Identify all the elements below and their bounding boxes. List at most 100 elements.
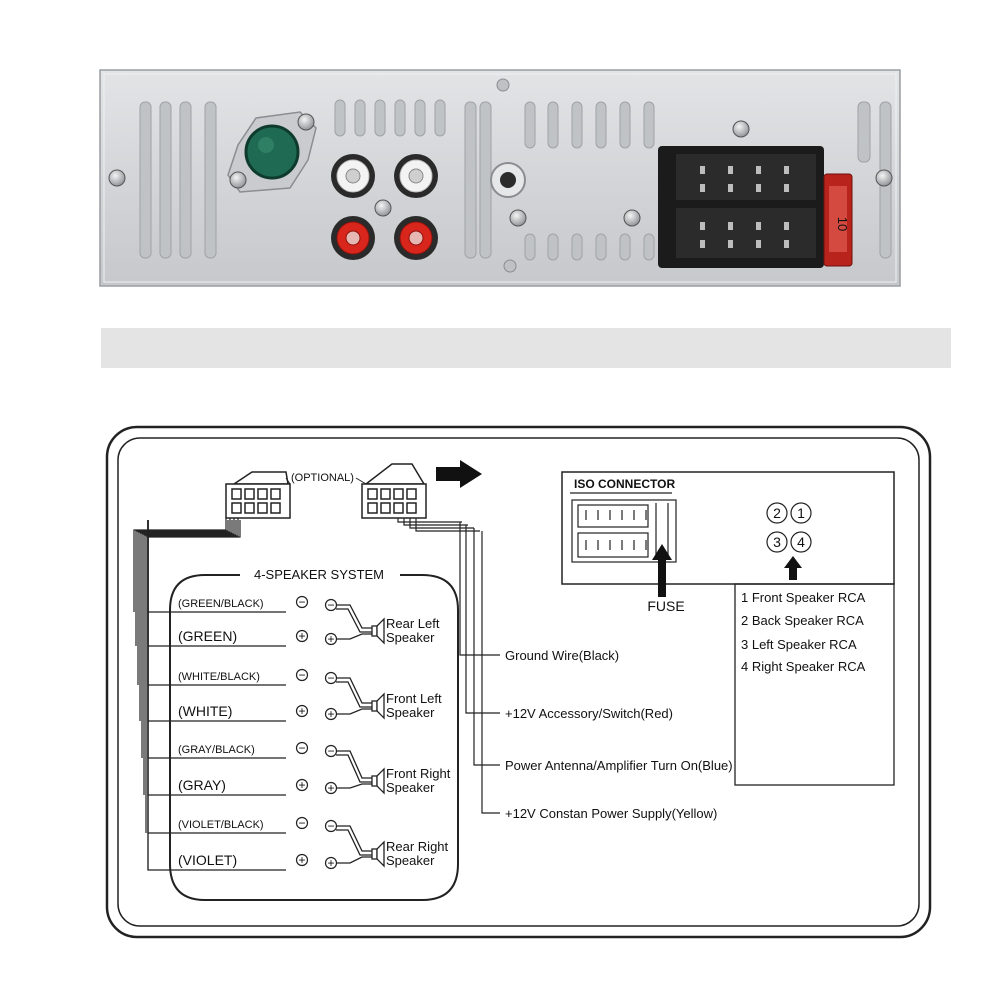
wire-label: (VIOLET) xyxy=(178,852,237,868)
wire-line xyxy=(147,520,180,796)
circled-number-icon xyxy=(790,531,812,553)
antenna-socket[interactable] xyxy=(490,162,526,198)
speaker-label: Front Left xyxy=(386,691,442,706)
speaker-icon xyxy=(376,767,385,795)
vent-slot xyxy=(547,101,559,149)
polarity-sign: − xyxy=(298,595,305,609)
power-wire xyxy=(481,531,500,814)
wire-line xyxy=(137,518,231,685)
plug-pin xyxy=(380,488,391,500)
plug-pin xyxy=(257,502,268,514)
plug-pin xyxy=(244,502,255,514)
screw-icon xyxy=(374,199,392,217)
vent-slot xyxy=(204,101,217,259)
rca-jack-white-1[interactable] xyxy=(331,154,375,198)
speaker-wire xyxy=(336,856,372,864)
polarity-sign: + xyxy=(327,781,334,795)
vent-slot xyxy=(595,101,607,149)
speaker-wire xyxy=(336,783,372,789)
arrow-up-icon xyxy=(652,544,672,597)
iso-pin xyxy=(756,240,761,248)
polarity-sign: − xyxy=(298,668,305,682)
polarity-sign: − xyxy=(327,671,334,685)
iso-pin xyxy=(784,240,789,248)
vent-slot xyxy=(571,233,583,261)
wire-label: (VIOLET/BLACK) xyxy=(178,819,264,831)
polarity-sign: − xyxy=(298,816,305,830)
iso-pin xyxy=(700,222,705,230)
speaker-wire xyxy=(336,633,372,640)
polarity-sign: + xyxy=(327,632,334,646)
power-wire-label: +12V Accessory/Switch(Red) xyxy=(505,706,673,721)
speaker-icon xyxy=(376,840,385,868)
screw-icon xyxy=(732,120,750,138)
speaker-icon xyxy=(371,848,378,860)
iso-connector-socket[interactable] xyxy=(658,146,824,268)
rca-jack-white-2[interactable] xyxy=(394,154,438,198)
plug-pin xyxy=(244,488,255,500)
speaker-wire xyxy=(336,829,372,856)
rca-number: 1 xyxy=(797,505,805,521)
speaker-wire xyxy=(336,681,372,708)
speaker-label: Speaker xyxy=(386,853,435,868)
vent-slot xyxy=(643,101,655,149)
wire-label: (WHITE) xyxy=(178,703,232,719)
wire-line xyxy=(141,518,235,758)
plus-circle-icon xyxy=(295,853,309,867)
vent-slot xyxy=(619,101,631,149)
minus-circle-icon xyxy=(295,741,309,755)
circled-number-icon xyxy=(766,531,788,553)
iso-pin xyxy=(728,222,733,230)
wire-line xyxy=(147,520,180,871)
speaker-label: Front Right xyxy=(386,766,451,781)
wire-line xyxy=(397,518,462,523)
speaker-icon xyxy=(376,692,385,720)
wire-line xyxy=(143,520,237,795)
plug-pin xyxy=(406,488,417,500)
vent-slot xyxy=(547,233,559,261)
wire-line xyxy=(403,518,468,526)
plug-pin xyxy=(270,502,281,514)
vent-slot xyxy=(394,99,406,137)
wire-line xyxy=(415,518,480,532)
screw-icon xyxy=(875,169,893,187)
iso-pin xyxy=(784,222,789,230)
plug-pin xyxy=(257,488,268,500)
wire-label: (GREEN) xyxy=(178,628,237,644)
iso-pin xyxy=(756,166,761,174)
vent-slot xyxy=(434,99,446,137)
power-wire xyxy=(473,528,500,766)
polarity-sign: + xyxy=(298,853,305,867)
iso-connector-drawing xyxy=(571,499,677,563)
vent-slot xyxy=(374,99,386,137)
rca-legend-item-1: 1 Front Speaker RCA xyxy=(741,590,866,605)
plus-circle-icon xyxy=(295,778,309,792)
iso-pin xyxy=(784,166,789,174)
wire-line xyxy=(135,520,229,646)
circled-number-icon xyxy=(790,502,812,524)
wire-line xyxy=(139,520,233,721)
iso-pin xyxy=(784,184,789,192)
plug-pin xyxy=(367,488,378,500)
screw-icon xyxy=(108,169,126,187)
wire-line xyxy=(147,520,241,870)
plug-pin xyxy=(231,502,242,514)
iso-pin xyxy=(728,240,733,248)
speaker-wire xyxy=(336,604,372,629)
radio-back-panel: 10 xyxy=(99,69,901,287)
plug-pin xyxy=(393,502,404,514)
power-wire-label: Power Antenna/Amplifier Turn On(Blue) xyxy=(505,758,733,773)
rca-jack-red-2[interactable] xyxy=(394,216,438,260)
rca-number: 4 xyxy=(797,534,805,550)
vent-slot xyxy=(524,101,536,149)
vent-slot xyxy=(159,101,172,259)
speaker-wire xyxy=(336,750,372,779)
wire-line xyxy=(147,520,180,686)
plug-pin xyxy=(393,488,404,500)
polarity-sign: + xyxy=(327,856,334,870)
wire-label: (WHITE/BLACK) xyxy=(178,671,260,683)
vent-slot xyxy=(524,233,536,261)
plug-pin xyxy=(367,502,378,514)
rca-jack-red-1[interactable] xyxy=(331,216,375,260)
speaker-wire xyxy=(336,608,372,633)
